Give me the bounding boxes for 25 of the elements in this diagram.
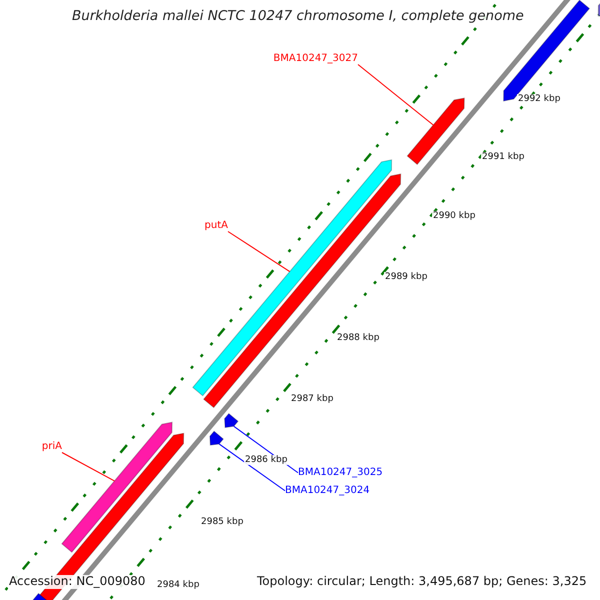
scale-label: 2989 kbp (384, 272, 428, 282)
leader-line (228, 231, 290, 272)
accession-text: Accession: NC_009080 (8, 575, 146, 589)
gene-label: priA (42, 441, 62, 452)
gene-feature (209, 430, 224, 446)
leader-line (358, 64, 434, 126)
scale-label: 2987 kbp (290, 394, 334, 404)
gene-feature (406, 98, 465, 166)
scale-label: 2984 kbp (156, 580, 200, 590)
scale-label: 2992 kbp (517, 94, 562, 104)
scale-label: 2988 kbp (336, 333, 380, 344)
scale-label: 2990 kbp (432, 211, 476, 222)
gene-label: BMA10247_3024 (285, 485, 370, 496)
gene-label: BMA10247_3025 (298, 467, 383, 478)
gene-feature (61, 422, 173, 553)
gene-label: BMA10247_3027 (273, 53, 358, 64)
scale-label: 2986 kbp (244, 455, 288, 466)
gene-label: putA (204, 220, 228, 232)
title: Burkholderia mallei NCTC 10247 chromosome I, complete genome (72, 9, 524, 25)
genome-summary-text: Topology: circular; Length: 3,495,687 bp; Genes: 3,325 (256, 575, 588, 589)
leader-line (218, 443, 286, 492)
scale-label: 2985 kbp (200, 517, 244, 528)
gene-feature (224, 412, 239, 428)
scale-label: 2991 kbp (481, 152, 526, 162)
leader-line (62, 452, 115, 482)
